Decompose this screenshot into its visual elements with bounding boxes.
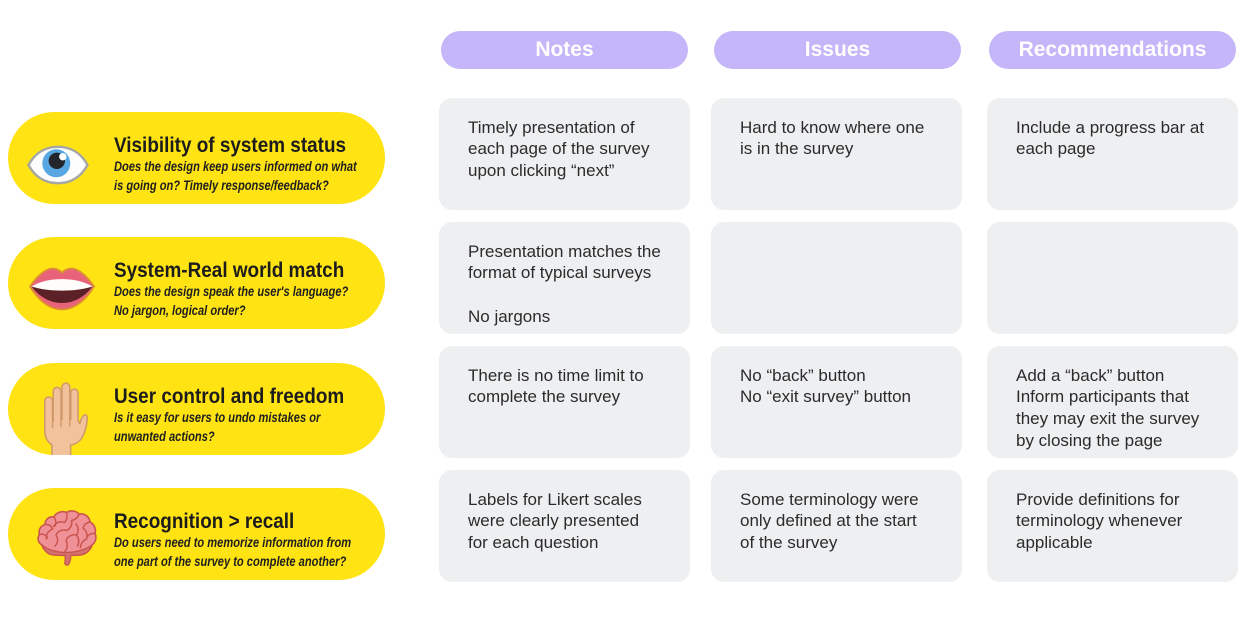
column-header-recommendations: Recommendations	[989, 31, 1236, 69]
eye-icon	[27, 145, 89, 190]
column-header-issues-label: Issues	[804, 38, 871, 61]
heuristic-pill-visibility: Visibility of system status Does the des…	[8, 112, 385, 204]
cell-notes-row4: Labels for Likert scales were clearly pr…	[439, 470, 690, 582]
cell-recommendations-row2	[987, 222, 1238, 334]
cell-recommendations-row1: Include a progress bar at each page	[987, 98, 1238, 210]
cell-recommendations-row4: Provide definitions for terminology when…	[987, 470, 1238, 582]
column-header-recommendations-label: Recommendations	[1018, 38, 1207, 61]
lips-icon	[28, 264, 96, 317]
heuristic-pill-recognition: Recognition > recall Do users need to me…	[8, 488, 385, 580]
cell-notes-row3: There is no time limit to complete the s…	[439, 346, 690, 458]
cell-issues-row1: Hard to know where one is in the survey	[711, 98, 962, 210]
cell-issues-row3: No “back” button No “exit survey” button	[711, 346, 962, 458]
column-header-notes-label: Notes	[535, 38, 594, 61]
hand-icon	[42, 382, 88, 455]
cell-notes-row1: Timely presentation of each page of the …	[439, 98, 690, 210]
heuristic-title: Visibility of system status	[114, 133, 347, 157]
brain-icon	[34, 509, 98, 572]
heuristic-title: System-Real world match	[114, 258, 345, 282]
cell-issues-row2	[711, 222, 962, 334]
heuristic-pill-user-control: User control and freedom Is it easy for …	[8, 363, 385, 455]
heuristic-question: Does the design speak the user's languag…	[114, 283, 349, 318]
heuristic-title: Recognition > recall	[114, 509, 295, 533]
heuristic-title: User control and freedom	[114, 384, 345, 408]
heuristic-pill-system-real-world: System-Real world match Does the design …	[8, 237, 385, 329]
heuristic-question: Do users need to memorize information fr…	[114, 534, 352, 569]
heuristic-question: Is it easy for users to undo mistakes or…	[114, 409, 321, 444]
column-header-notes: Notes	[441, 31, 688, 69]
cell-notes-row2: Presentation matches the format of typic…	[439, 222, 690, 334]
heuristic-question: Does the design keep users informed on w…	[114, 158, 357, 193]
cell-recommendations-row3: Add a “back” button Inform participants …	[987, 346, 1238, 458]
column-header-issues: Issues	[714, 31, 961, 69]
cell-issues-row4: Some terminology were only defined at th…	[711, 470, 962, 582]
